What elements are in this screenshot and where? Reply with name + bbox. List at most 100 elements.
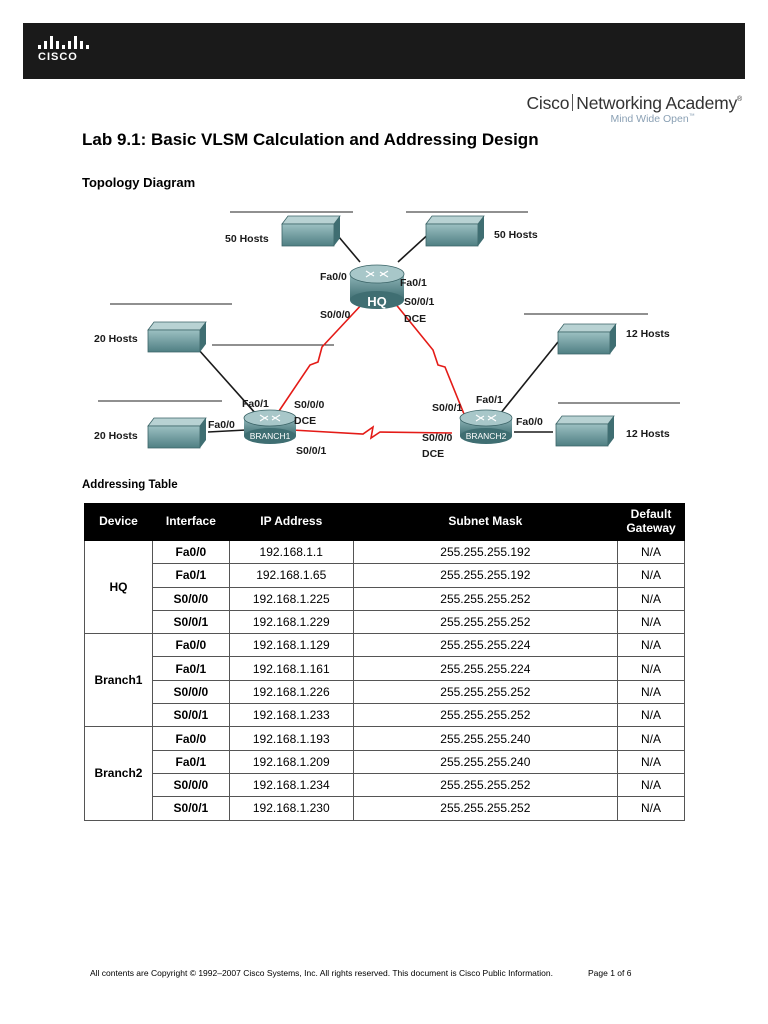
col-header-device: Device (84, 503, 153, 541)
cell-subnet-mask: 255.255.255.240 (352, 726, 619, 751)
router-hq-label: HQ (367, 294, 387, 309)
cisco-bars-icon (37, 35, 93, 49)
cell-ip-address: 192.168.1.233 (228, 703, 354, 728)
cell-ip-address: 192.168.1.225 (228, 586, 354, 611)
header-bar: CISCO (23, 23, 745, 79)
cell-subnet-mask: 255.255.255.252 (352, 586, 619, 611)
hq-fa01-label: Fa0/1 (400, 277, 427, 289)
cell-subnet-mask: 255.255.255.224 (352, 656, 619, 681)
hq-dce-label: DCE (404, 313, 426, 325)
cell-ip-address: 192.168.1.234 (228, 772, 354, 798)
table-header-row: Device Interface IP Address Subnet Mask … (84, 503, 685, 541)
b2-fa01-label: Fa0/1 (476, 394, 503, 406)
cell-default-gateway: N/A (617, 609, 685, 635)
hosts-b2-top: 12 Hosts (626, 328, 670, 340)
col-header-interface: Interface (151, 503, 230, 541)
cell-subnet-mask: 255.255.255.224 (352, 633, 619, 658)
cell-default-gateway: N/A (617, 726, 685, 751)
cell-ip-address: 192.168.1.65 (228, 563, 354, 588)
col-header-default-gateway: Default Gateway (617, 503, 685, 541)
b1-fa01-label: Fa0/1 (242, 398, 269, 410)
router-branch1: BRANCH1 (243, 409, 297, 444)
switch-b2-top (557, 323, 617, 355)
page-footer: All contents are Copyright © 1992–2007 C… (90, 968, 690, 978)
cell-interface: Fa0/0 (151, 633, 230, 658)
cell-subnet-mask: 255.255.255.252 (352, 609, 619, 635)
copyright-text: All contents are Copyright © 1992–2007 C… (90, 968, 553, 978)
hosts-hq-left: 50 Hosts (225, 233, 269, 245)
cell-default-gateway: N/A (617, 749, 685, 774)
ethernet-links (189, 229, 559, 433)
hq-s000-label: S0/0/0 (320, 309, 351, 321)
cell-ip-address: 192.168.1.161 (228, 656, 354, 681)
b1-s001-label: S0/0/1 (296, 445, 327, 457)
cell-interface: Fa0/1 (151, 749, 230, 774)
hosts-hq-right: 50 Hosts (494, 229, 538, 241)
cell-default-gateway: N/A (617, 796, 685, 821)
cell-default-gateway: N/A (617, 656, 685, 681)
b2-s001-label: S0/0/1 (432, 402, 463, 414)
cell-default-gateway: N/A (617, 679, 685, 705)
cell-subnet-mask: 255.255.255.240 (352, 749, 619, 774)
b1-dce-label: DCE (294, 415, 316, 427)
cell-default-gateway: N/A (617, 586, 685, 611)
cell-subnet-mask: 255.255.255.252 (352, 796, 619, 821)
cell-interface: Fa0/0 (151, 726, 230, 751)
b1-s000-label: S0/0/0 (294, 399, 325, 411)
hosts-b1-bottom: 20 Hosts (94, 430, 138, 442)
serial-links (276, 301, 465, 440)
cell-interface: S0/0/1 (151, 703, 230, 728)
academy-name-cisco: Cisco (526, 93, 570, 113)
cell-default-gateway: N/A (617, 539, 685, 565)
addressing-table: Device Interface IP Address Subnet Mask … (84, 503, 685, 821)
academy-name-networking: Networking Academy (576, 93, 738, 113)
b2-fa00-label: Fa0/0 (516, 416, 543, 428)
cell-default-gateway: N/A (617, 703, 685, 728)
academy-tagline-mark: ™ (688, 113, 695, 120)
cell-subnet-mask: 255.255.255.192 (352, 563, 619, 588)
cell-interface: Fa0/0 (151, 539, 230, 565)
topology-diagram: HQ BRANCH1 BRANCH2 50 Hosts 50 Hosts 20 … (94, 211, 680, 460)
switch-b1-top (147, 321, 207, 353)
cell-interface: S0/0/1 (151, 609, 230, 635)
hosts-b1-top: 20 Hosts (94, 333, 138, 345)
cell-subnet-mask: 255.255.255.192 (352, 539, 619, 565)
switch-hq-right (425, 215, 485, 247)
cell-ip-address: 192.168.1.229 (228, 609, 354, 635)
cell-ip-address: 192.168.1.209 (228, 749, 354, 774)
cell-interface: S0/0/0 (151, 772, 230, 798)
cell-device: Branch2 (84, 726, 153, 821)
b2-dce-label: DCE (422, 448, 444, 460)
cell-ip-address: 192.168.1.230 (228, 796, 354, 821)
switch-b1-bottom (147, 417, 207, 449)
cell-interface: S0/0/0 (151, 586, 230, 611)
col-header-ip-address: IP Address (228, 503, 354, 541)
b2-s000-label: S0/0/0 (422, 432, 453, 444)
cell-interface: S0/0/1 (151, 796, 230, 821)
switch-b2-bottom (555, 415, 615, 447)
router-hq: HQ (349, 264, 405, 309)
cell-ip-address: 192.168.1.193 (228, 726, 354, 751)
page-number: Page 1 of 6 (588, 968, 632, 978)
cell-default-gateway: N/A (617, 563, 685, 588)
topology-title: Topology Diagram (82, 175, 196, 190)
router-branch2-label: BRANCH2 (466, 431, 507, 441)
cell-interface: Fa0/1 (151, 656, 230, 681)
cell-default-gateway: N/A (617, 772, 685, 798)
cell-default-gateway: N/A (617, 633, 685, 658)
lab-title: Lab 9.1: Basic VLSM Calculation and Addr… (82, 130, 539, 149)
b1-fa00-label: Fa0/0 (208, 419, 235, 431)
academy-registered-mark: ® (737, 96, 742, 103)
switch-hq-left (281, 215, 341, 247)
cisco-logo: CISCO (37, 35, 93, 69)
cell-subnet-mask: 255.255.255.252 (352, 772, 619, 798)
cisco-logo-text: CISCO (38, 51, 78, 63)
